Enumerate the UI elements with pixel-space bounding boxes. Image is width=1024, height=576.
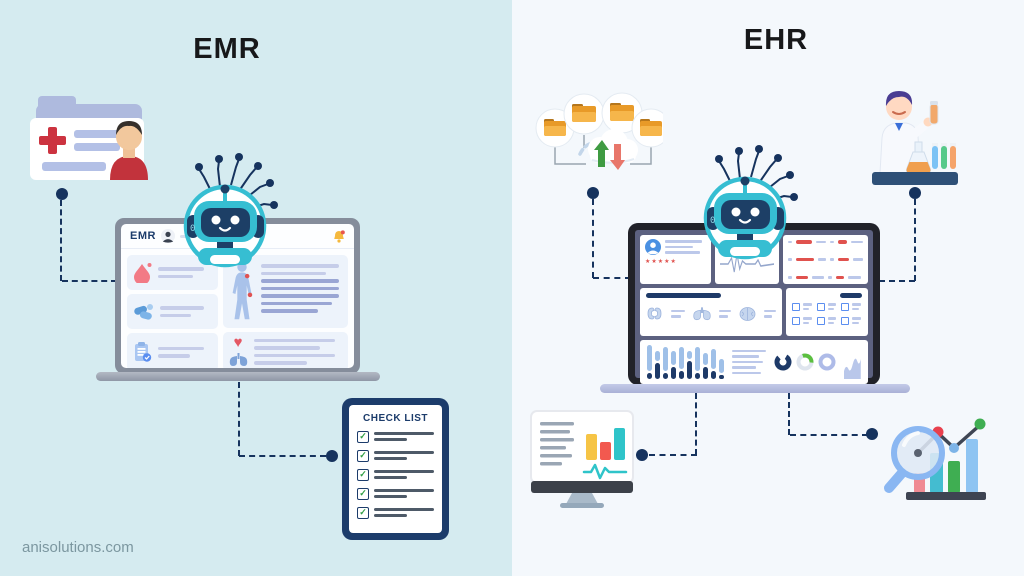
bar-blue <box>966 439 978 493</box>
lab-table <box>872 172 958 185</box>
notification-bell-icon <box>334 229 345 243</box>
connector-dot <box>56 188 68 200</box>
connector-dot <box>326 450 338 462</box>
medication-card <box>127 294 218 330</box>
organs-card: ♥ <box>222 332 348 368</box>
organ-scan-card <box>640 288 782 336</box>
checklist-item: ✓ <box>357 507 434 519</box>
ai-robot-icon: 0 <box>183 153 278 268</box>
svg-text:0: 0 <box>190 224 195 234</box>
connector-line <box>788 393 790 435</box>
lungs-icon <box>229 353 247 366</box>
bar-teal <box>614 428 625 460</box>
connector-line <box>592 199 594 278</box>
test-tube-rack-icon <box>932 143 956 169</box>
blood-card <box>127 255 218 291</box>
connector-line <box>649 454 697 456</box>
clipboard-check-icon <box>135 341 152 362</box>
bar-red <box>600 442 611 460</box>
kidneys-icon <box>647 307 662 320</box>
emr-title: EMR <box>193 33 261 65</box>
checkbox-icon: ✓ <box>357 431 369 443</box>
checkbox-icon: ✓ <box>357 488 369 500</box>
flask-icon <box>906 141 931 174</box>
ecg-line <box>719 253 775 273</box>
connector-line <box>238 382 240 456</box>
brain-icon <box>739 306 756 321</box>
donut-blue-icon <box>818 353 836 371</box>
emr-app-label: EMR <box>130 230 156 242</box>
connector-dot <box>636 449 648 461</box>
tie <box>895 123 903 131</box>
site-watermark: anisolutions.com <box>22 539 134 556</box>
rating-stars: ★★★★★ <box>645 259 677 265</box>
anatomy-card <box>222 255 348 328</box>
ai-robot-icon: 0 <box>703 145 798 260</box>
connector-line <box>60 200 62 281</box>
checklist-item: ✓ <box>357 488 434 500</box>
ehr-title: EHR <box>743 24 809 56</box>
bar-chart <box>647 345 724 379</box>
emr-laptop: EMR <box>115 218 360 374</box>
checklist-title: CHECK LIST <box>363 413 428 424</box>
connector-dot <box>909 187 921 199</box>
medical-cross-icon <box>39 127 66 154</box>
checklist-item: ✓ <box>357 469 434 481</box>
patient-summary-card: ★★★★★ <box>640 235 711 284</box>
tasks-card <box>786 288 868 336</box>
checklist-board: CHECK LIST ✓ ✓ ✓ ✓ ✓ <box>342 398 449 540</box>
connector-line <box>790 434 868 436</box>
laptop-base <box>600 384 910 393</box>
bar-yellow <box>586 434 597 460</box>
human-body-icon <box>232 262 252 320</box>
lab-scientist-icon <box>872 91 958 185</box>
bar-green <box>948 461 960 493</box>
report-card <box>127 333 218 368</box>
upload-arrow-icon <box>594 140 609 167</box>
checkbox-icon: ✓ <box>357 469 369 481</box>
connector-line <box>62 280 117 282</box>
blood-drop-icon <box>134 263 152 284</box>
sync-cloud-icon <box>578 129 638 170</box>
analytics-card <box>640 340 868 384</box>
checklist-item: ✓ <box>357 450 434 462</box>
medical-folder-icon <box>30 96 148 180</box>
connector-line <box>239 455 326 457</box>
heart-icon: ♥ <box>233 334 243 351</box>
donut-charts <box>774 345 836 379</box>
donut-navy-icon <box>774 353 792 371</box>
donut-green-icon <box>796 353 814 371</box>
area-chart <box>844 358 861 379</box>
lungs-icon <box>693 306 711 320</box>
data-sync-folders-icon <box>535 92 663 170</box>
magnifying-glass-icon <box>884 426 945 493</box>
pulse-line <box>582 463 628 480</box>
svg-text:0: 0 <box>710 216 715 226</box>
connector-line <box>914 199 916 281</box>
connector-line <box>593 277 631 279</box>
data-insight-magnifier-icon <box>884 418 986 500</box>
orders-list-card <box>783 235 868 284</box>
connector-dot <box>587 187 599 199</box>
checkbox-icon: ✓ <box>357 507 369 519</box>
patient-avatar-icon <box>645 239 661 255</box>
laptop-base <box>96 372 380 381</box>
checklist-item: ✓ <box>357 431 434 443</box>
user-avatar-icon <box>160 229 175 243</box>
connector-dot <box>866 428 878 440</box>
connector-line <box>879 280 915 282</box>
connector-line <box>695 393 697 455</box>
checkbox-icon: ✓ <box>357 450 369 462</box>
pills-icon <box>134 304 153 320</box>
download-arrow-icon <box>610 144 625 170</box>
patient-avatar <box>110 121 148 180</box>
analytics-monitor-icon <box>530 410 634 508</box>
